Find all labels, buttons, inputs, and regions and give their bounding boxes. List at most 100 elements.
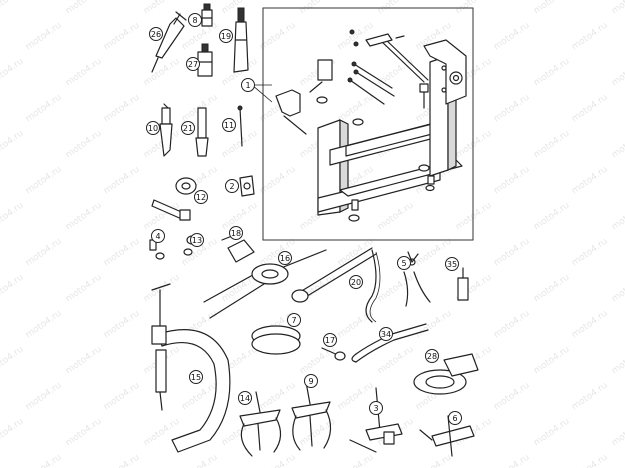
- callout-number: 9: [308, 377, 313, 386]
- callout-number: 1: [245, 81, 250, 90]
- assembly-frame: [262, 7, 474, 241]
- tool-12-bolt: [151, 177, 197, 221]
- watermark-text: moto4.ru: [336, 453, 376, 468]
- watermark-text: moto4.ru: [570, 165, 610, 197]
- tool-16-holder: [203, 249, 327, 319]
- callout-28: 28: [425, 349, 439, 363]
- watermark-text: moto4.ru: [492, 309, 532, 341]
- watermark-text: moto4.ru: [24, 381, 64, 413]
- callout-number: 21: [183, 124, 193, 133]
- tool-10-drift: [159, 103, 173, 157]
- leader-lines: [251, 84, 273, 103]
- watermark-text: moto4.ru: [570, 309, 610, 341]
- callout-6: 6: [448, 411, 462, 425]
- watermark-text: moto4.ru: [0, 345, 26, 377]
- callout-17: 17: [323, 333, 337, 347]
- callout-26: 26: [149, 27, 163, 41]
- watermark-text: moto4.ru: [0, 57, 26, 89]
- callout-number: 7: [291, 316, 296, 325]
- watermark-text: moto4.ru: [24, 237, 64, 269]
- callout-circle: [151, 229, 165, 243]
- engine-stand: [275, 29, 467, 222]
- tool-8-bottle: [201, 3, 213, 27]
- watermark-text: moto4.ru: [258, 21, 298, 53]
- callout-circle: [222, 118, 236, 132]
- watermark-text: moto4.ru: [610, 417, 625, 449]
- callout-13: 13: [190, 233, 204, 247]
- watermark-text: moto4.ru: [298, 417, 338, 449]
- callout-2: 2: [225, 179, 239, 193]
- callout-number: 27: [188, 60, 198, 69]
- callout-15: 15: [189, 370, 203, 384]
- watermark-text: moto4.ru: [570, 237, 610, 269]
- callout-number: 11: [224, 121, 234, 130]
- callout-number: 10: [148, 124, 158, 133]
- watermark-text: moto4.ru: [532, 417, 572, 449]
- callout-circle: [229, 226, 243, 240]
- watermark-text: moto4.ru: [102, 21, 142, 53]
- watermark-text: moto4.ru: [142, 273, 182, 305]
- callout-number: 12: [196, 193, 206, 202]
- watermark-text: moto4.ru: [0, 201, 26, 233]
- callout-21: 21: [181, 121, 195, 135]
- callout-circle: [189, 370, 203, 384]
- watermark-text: moto4.ru: [532, 57, 572, 89]
- callout-number: 35: [447, 260, 457, 269]
- watermark-text: moto4.ru: [376, 57, 416, 89]
- callout-circle: [304, 374, 318, 388]
- callout-8: 8: [188, 13, 202, 27]
- watermark-text: moto4.ru: [24, 21, 64, 53]
- callout-number: 6: [452, 414, 457, 423]
- watermark-text: moto4.ru: [102, 309, 142, 341]
- watermark-text: moto4.ru: [610, 345, 625, 377]
- watermark-text: moto4.ru: [610, 57, 625, 89]
- watermark-text: moto4.ru: [454, 129, 494, 161]
- callout-number: 19: [221, 32, 231, 41]
- watermark-text: moto4.ru: [24, 309, 64, 341]
- watermark-text: moto4.ru: [0, 129, 26, 161]
- watermark-text: moto4.ru: [142, 0, 182, 16]
- callout-number: 13: [192, 236, 202, 245]
- callout-number: 20: [351, 278, 361, 287]
- callout-12: 12: [194, 190, 208, 204]
- watermark-text: moto4.ru: [102, 453, 142, 468]
- watermark-text: moto4.ru: [492, 93, 532, 125]
- callout-14: 14: [238, 391, 252, 405]
- tool-7-ring: [251, 325, 301, 355]
- watermark-text: moto4.ru: [570, 21, 610, 53]
- callout-circle: [448, 411, 462, 425]
- watermark-text: moto4.ru: [64, 201, 104, 233]
- callout-circle: [445, 257, 459, 271]
- watermark-text: moto4.ru: [376, 345, 416, 377]
- watermark-text: moto4.ru: [64, 273, 104, 305]
- watermark-text: moto4.ru: [454, 201, 494, 233]
- tool-19-tube: [233, 7, 249, 73]
- tool-15-c-clamp: [151, 283, 231, 453]
- watermark-text: moto4.ru: [376, 201, 416, 233]
- callout-circle: [238, 391, 252, 405]
- callout-number: 28: [427, 352, 437, 361]
- tool-18-puller: [221, 235, 255, 263]
- watermark-text: moto4.ru: [102, 237, 142, 269]
- callout-number: 17: [325, 336, 335, 345]
- callout-1: 1: [241, 78, 255, 92]
- watermark-text: moto4.ru: [570, 453, 610, 468]
- callout-5: 5: [397, 256, 411, 270]
- tool-21-punch: [195, 107, 209, 157]
- callout-19: 19: [219, 29, 233, 43]
- callout-circle: [241, 78, 255, 92]
- callout-number: 16: [280, 254, 290, 263]
- callout-circle: [425, 349, 439, 363]
- callout-number: 26: [151, 30, 161, 39]
- tool-14-puller: [239, 391, 282, 457]
- watermark-text: moto4.ru: [336, 237, 376, 269]
- watermark-text: moto4.ru: [532, 0, 572, 16]
- callout-circle: [219, 29, 233, 43]
- callout-9: 9: [304, 374, 318, 388]
- watermark-text: moto4.ru: [64, 0, 104, 16]
- watermark-text: moto4.ru: [102, 165, 142, 197]
- callout-number: 3: [373, 404, 378, 413]
- watermark-text: moto4.ru: [492, 237, 532, 269]
